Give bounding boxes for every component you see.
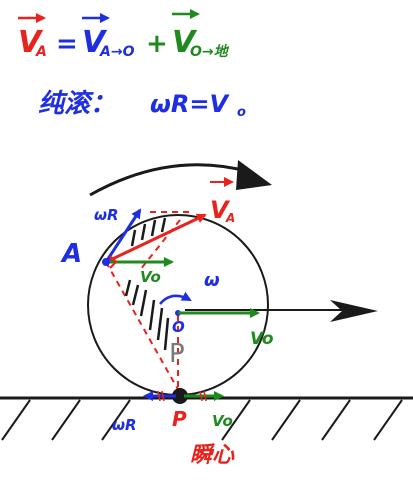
label-vo-center: Vo [250,329,274,349]
condition-row: 纯滚： ωR=V o [38,89,246,120]
center-velocity-arrow-head [330,300,378,322]
label-va-sub: A [225,211,235,225]
right-angle-mark [109,255,118,269]
eq-vo: V [172,25,198,60]
eq-equals: = [56,29,78,59]
label-center: O [172,318,185,336]
label-omega: ω [204,270,220,291]
eq-vo-sub: O→地 [190,43,230,60]
ground [0,396,413,441]
label-vo-a: Vo [140,268,161,286]
label-vo-p: Vo [212,412,233,430]
eq-plus: + [146,29,168,59]
eq-va: V [18,25,44,60]
eq-var: V [82,25,108,60]
label-wr-p: ωR [112,416,137,434]
condition-label: 纯滚： [38,89,116,119]
label-point-p: P [172,407,187,431]
va-vector [105,213,207,264]
wr-a-vector [104,208,142,263]
omega-arc [159,291,192,305]
label-wr-a: ωR [94,206,119,224]
label-instant-center: 瞬心 [190,443,235,468]
condition-formula: ωR=V [150,90,230,118]
hatch-marks [124,217,170,351]
rotation-arc [89,163,251,197]
equal-marks-p [157,390,207,402]
ground-hatching [1,399,403,441]
label-va: V [210,196,231,224]
red-dashed-construction [105,211,190,394]
point-p-dot [172,388,188,404]
condition-formula-sub: o [237,105,246,120]
eq-var-sub: A→O [99,44,135,60]
equation-row: V A = V A→O + V O→地 [18,9,230,60]
rotation-arrow-head [236,160,272,190]
label-point-a: A [60,239,82,269]
point-a-dot [102,258,110,266]
eq-va-sub: A [35,44,47,60]
label-p-printed: P [169,339,185,369]
